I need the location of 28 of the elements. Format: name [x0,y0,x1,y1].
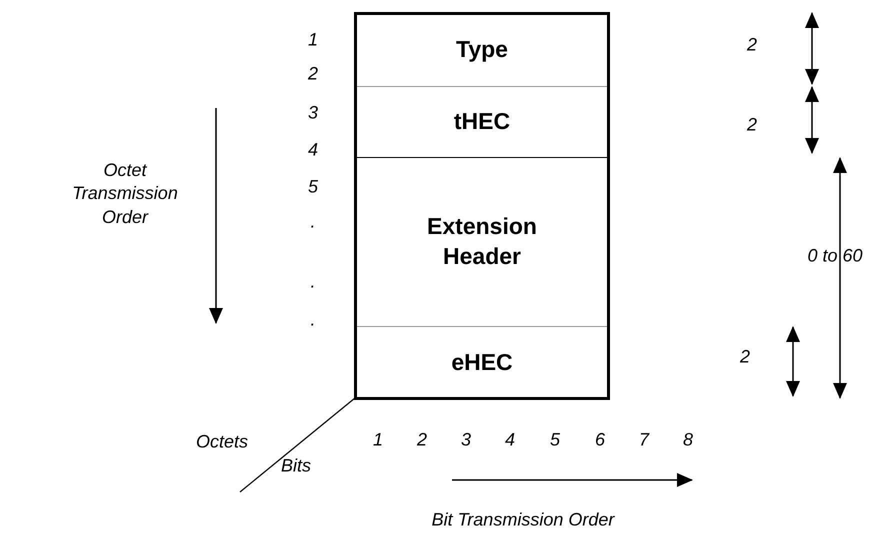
bit-number: 3 [461,428,471,452]
field-name: tHEC [454,107,510,136]
field-name: Type [456,34,508,64]
octet-number: 1 [308,28,318,52]
bit-number: 2 [417,428,427,452]
octet-number: . [310,210,316,234]
axis-label: Octet Transmission Order [71,158,179,229]
octet-number: 3 [308,101,318,124]
field-name: Extension Header [426,212,538,271]
bit-number: 5 [550,428,560,452]
bit-number: 6 [595,428,605,452]
bit-number: 1 [373,428,383,452]
size-label: 2 [740,345,750,368]
octet-number: . [310,308,316,332]
size-label: 2 [747,113,757,136]
octet-number: 2 [308,62,318,86]
field-name: eHEC [451,348,513,377]
axis-label: Octets [196,430,248,454]
size-label: 2 [747,33,757,56]
axis-label: Bits [281,454,311,478]
octet-number: 4 [308,138,318,162]
bit-number: 8 [683,428,693,452]
octet-number: . [310,270,316,294]
size-label: 0 to 60 [807,244,863,268]
bit-number: 4 [505,428,515,452]
octet-number: 5 [308,175,318,198]
axis-label: Bit Transmission Order [432,508,614,532]
bit-number: 7 [639,428,649,452]
